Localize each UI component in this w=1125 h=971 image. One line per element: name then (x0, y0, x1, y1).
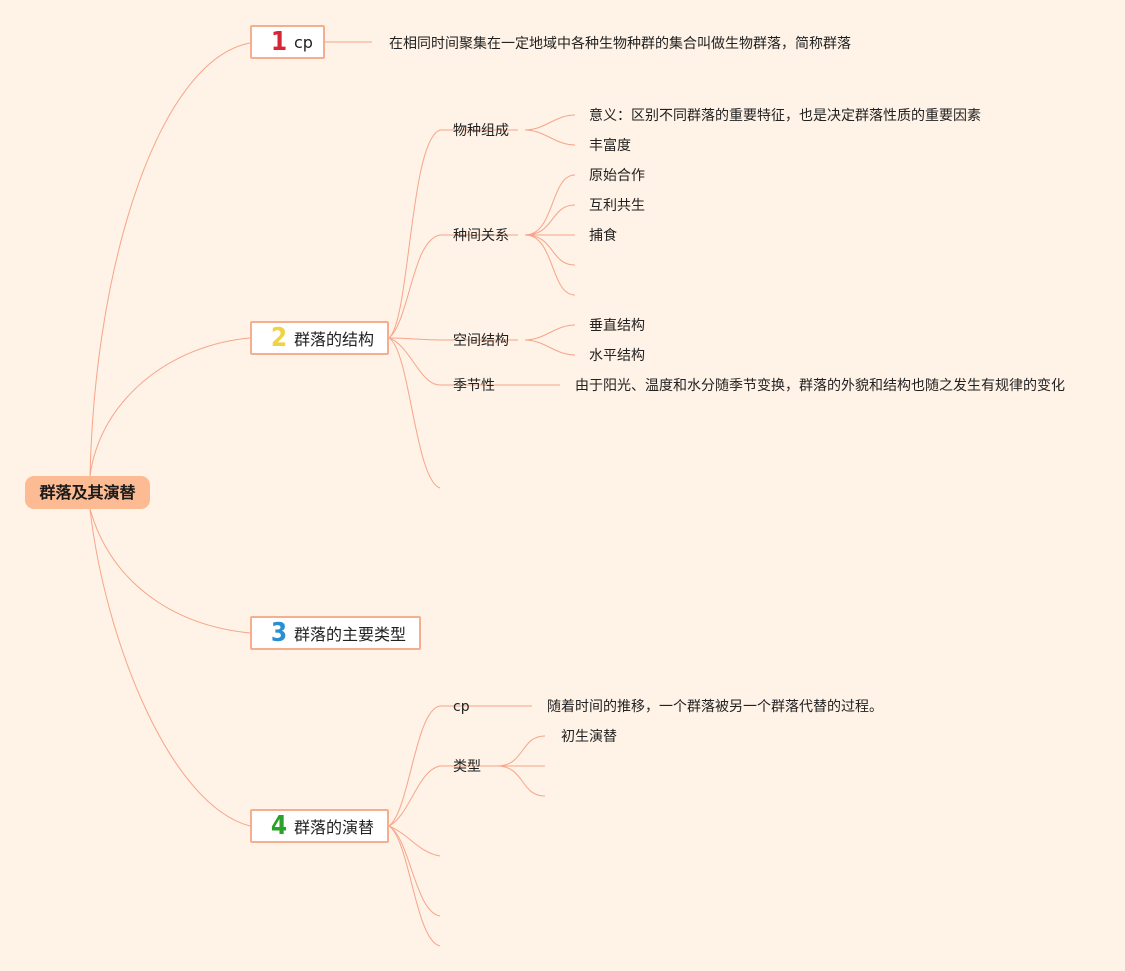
subtopic-spatial-structure[interactable]: 空间结构 (453, 333, 509, 349)
leaf-seasonality-desc[interactable]: 由于阳光、温度和水分随季节变换，群落的外貌和结构也随之发生有规律的变化 (575, 378, 1065, 394)
leaf-succession-definition[interactable]: 随着时间的推移，一个群落被另一个群落代替的过程。 (547, 699, 883, 715)
topic-2[interactable]: 2 群落的结构 (250, 321, 389, 355)
number-3-icon: 3 (270, 618, 288, 648)
subtopic-succession-types[interactable]: 类型 (453, 759, 481, 775)
subtopic-succession-cp[interactable]: cp (453, 699, 470, 715)
number-4-icon: 4 (270, 811, 288, 841)
leaf-mutualism[interactable]: 互利共生 (589, 198, 645, 214)
topic-3-title: 群落的主要类型 (294, 625, 407, 644)
subtopic-species-composition[interactable]: 物种组成 (453, 123, 509, 139)
number-1-icon: 1 (270, 27, 288, 57)
topic-1-title: cp (294, 32, 313, 52)
topic-1[interactable]: 1 cp (250, 25, 325, 59)
leaf-vertical-structure[interactable]: 垂直结构 (589, 318, 645, 334)
subtopic-seasonality[interactable]: 季节性 (453, 378, 495, 394)
leaf-predation[interactable]: 捕食 (589, 228, 617, 244)
leaf-significance[interactable]: 意义：区别不同群落的重要特征，也是决定群落性质的重要因素 (589, 108, 981, 124)
topic-4-title: 群落的演替 (294, 818, 375, 837)
topic-1-definition[interactable]: 在相同时间聚集在一定地域中各种生物种群的集合叫做生物群落，简称群落 (389, 36, 851, 52)
leaf-horizontal-structure[interactable]: 水平结构 (589, 348, 645, 364)
topic-2-title: 群落的结构 (294, 330, 375, 349)
root-topic[interactable]: 群落及其演替 (25, 476, 150, 509)
subtopic-interspecific-relations[interactable]: 种间关系 (453, 228, 509, 244)
number-2-icon: 2 (270, 323, 288, 353)
topic-4[interactable]: 4 群落的演替 (250, 809, 389, 843)
leaf-protocooperation[interactable]: 原始合作 (589, 168, 645, 184)
topic-3[interactable]: 3 群落的主要类型 (250, 616, 421, 650)
leaf-primary-succession[interactable]: 初生演替 (561, 729, 617, 745)
leaf-richness[interactable]: 丰富度 (589, 138, 631, 154)
